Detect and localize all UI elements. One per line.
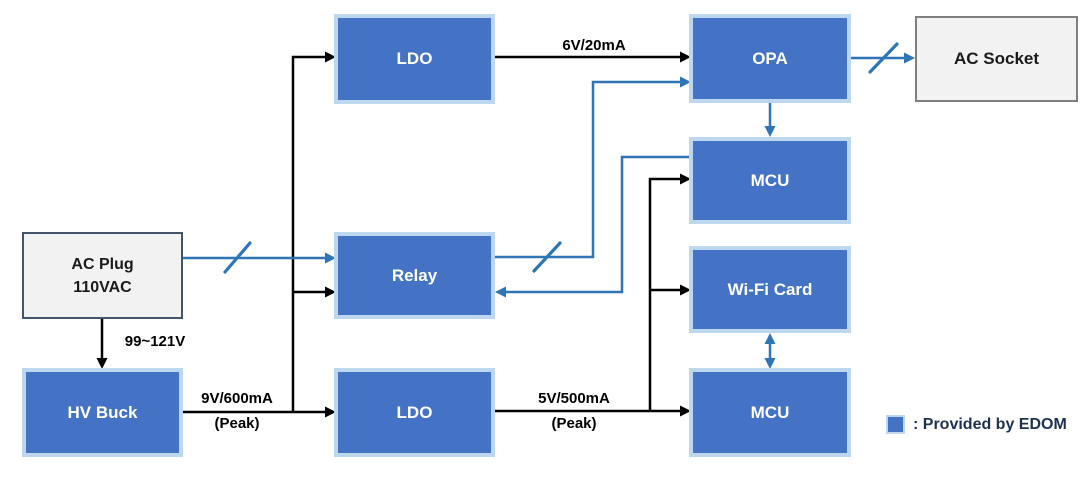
arrow-ldo-top-to-opa: [495, 51, 691, 63]
arrow-opa-to-mcu-top: [764, 103, 776, 137]
box-label: 110VAC: [73, 278, 132, 296]
box-label: HV Buck: [67, 402, 138, 422]
label-ldo-to-opa: 6V/20mA: [562, 37, 626, 54]
box-label: LDO: [396, 49, 433, 68]
box-mcu-bottom: MCU: [689, 368, 851, 457]
box-opa: OPA: [689, 14, 851, 103]
arrow-relay-to-opa: [495, 76, 691, 273]
box-ac-socket: AC Socket: [915, 16, 1078, 102]
box-wifi-card: Wi-Fi Card: [689, 246, 851, 333]
arrow-trunk-to-mcu-top: [648, 173, 691, 411]
box-label: AC Socket: [953, 49, 1040, 68]
slash-opa-acsocket: [868, 42, 899, 74]
legend-color-swatch: [886, 415, 905, 434]
box-label: Wi-Fi Card: [727, 279, 813, 299]
slash-relay-opa: [532, 241, 562, 273]
box-label: OPA: [752, 48, 788, 68]
label-ldo-output: 5V/500mA (Peak): [524, 390, 624, 432]
arrow-trunk-to-relay: [293, 286, 336, 298]
slash-acplug-relay: [223, 241, 252, 274]
box-relay: Relay: [334, 232, 495, 319]
legend-label: : Provided by EDOM: [913, 415, 1067, 433]
arrow-wifi-mcu-bidirectional: [764, 333, 776, 369]
label-ldo-output-peak: (Peak): [551, 415, 597, 432]
label-ldo-output-value: 5V/500mA: [538, 390, 610, 407]
box-label: LDO: [396, 402, 433, 422]
arrow-trunk-to-wifi-card: [650, 284, 691, 296]
box-label: MCU: [750, 402, 790, 422]
box-ldo-bottom: LDO: [334, 368, 495, 457]
arrow-opa-to-ac-socket: [851, 42, 915, 74]
arrow-acplug-to-hvbuck: [96, 319, 108, 369]
label-plug-to-buck: 99~121V: [124, 333, 186, 350]
box-ldo-top: LDO: [334, 14, 495, 104]
label-buck-output-value: 9V/600mA: [201, 390, 273, 407]
arrow-mcu-top-to-relay: [495, 155, 689, 298]
arrow-trunk-to-ldo-top: [291, 51, 336, 412]
legend: : Provided by EDOM: [886, 415, 1067, 434]
box-hv-buck: HV Buck: [22, 368, 183, 457]
box-label: MCU: [750, 170, 790, 190]
arrow-hvbuck-to-ldo-bottom: [183, 406, 336, 418]
box-label: Relay: [391, 265, 438, 285]
box-ac-plug: AC Plug 110VAC: [22, 232, 183, 319]
box-label: AC Plug: [71, 255, 134, 273]
label-buck-output: 9V/600mA (Peak): [187, 390, 287, 432]
arrow-acplug-to-relay: [183, 241, 336, 274]
box-mcu-top: MCU: [689, 137, 851, 224]
label-buck-output-peak: (Peak): [214, 415, 260, 432]
